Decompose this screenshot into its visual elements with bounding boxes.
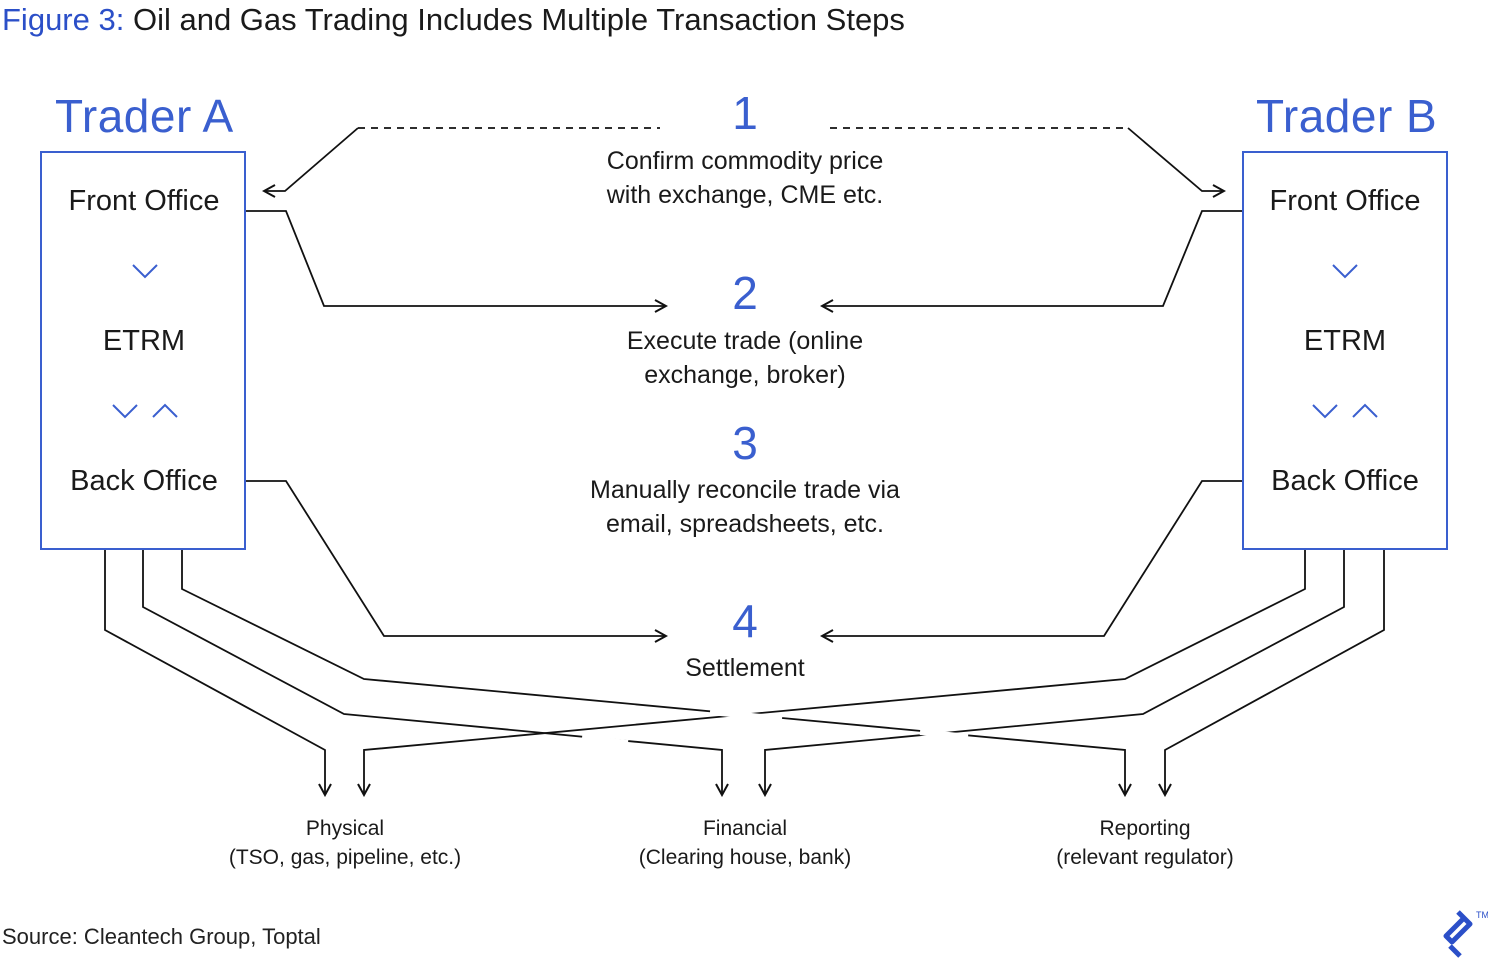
b-chevron-up-icon bbox=[1352, 403, 1378, 418]
trader-b-box bbox=[1242, 151, 1448, 550]
destination-reporting-name: Reporting bbox=[1099, 817, 1191, 840]
figure-title: Figure 3: Oil and Gas Trading Includes M… bbox=[2, 0, 905, 40]
b-chevron-down-2-icon bbox=[1312, 404, 1338, 419]
step-4-text: Settlement bbox=[685, 654, 805, 682]
a-chevron-up-icon bbox=[152, 403, 178, 418]
b-to-physical bbox=[364, 549, 1306, 795]
step2-arrow-from-b bbox=[822, 210, 1243, 306]
step-3-number: 3 bbox=[732, 417, 758, 469]
trader-a-etrm: ETRM bbox=[102, 325, 186, 357]
a-chevron-down-2-icon bbox=[112, 404, 138, 419]
toptal-logo-icon: TM bbox=[1443, 910, 1488, 958]
step1-arrow-to-a bbox=[264, 127, 359, 191]
trader-a-label: Trader A bbox=[55, 90, 234, 142]
trader-b-front-office: Front Office bbox=[1269, 185, 1421, 217]
destination-reporting-detail: (relevant regulator) bbox=[1056, 846, 1234, 869]
step2-arrow-from-a bbox=[246, 210, 666, 306]
figure-title-text: Oil and Gas Trading Includes Multiple Tr… bbox=[132, 2, 905, 37]
figure-label: Figure 3: bbox=[2, 2, 125, 37]
destination-financial-name: Financial bbox=[702, 817, 788, 840]
step1-arrow-to-b bbox=[1127, 127, 1224, 191]
trader-a-front-office: Front Office bbox=[68, 185, 220, 217]
step-1-number: 1 bbox=[732, 87, 758, 139]
a-chevron-down-icon bbox=[132, 264, 158, 279]
destination-physical-name: Physical bbox=[305, 817, 385, 840]
destination-reporting: Reporting (relevant regulator) bbox=[995, 814, 1295, 872]
logo-trademark: TM bbox=[1476, 910, 1488, 920]
a-to-physical bbox=[104, 549, 325, 795]
destination-physical-detail: (TSO, gas, pipeline, etc.) bbox=[228, 846, 462, 869]
trader-b-back-office: Back Office bbox=[1271, 465, 1419, 497]
trader-a-back-office: Back Office bbox=[70, 465, 218, 497]
source-note: Source: Cleantech Group, Toptal bbox=[2, 924, 321, 949]
step-3-text: Manually reconcile trade via email, spre… bbox=[590, 476, 900, 538]
a-to-reporting bbox=[181, 549, 1125, 795]
step4-arrow-from-a bbox=[246, 480, 666, 636]
b-to-reporting bbox=[1165, 549, 1385, 795]
destination-financial-detail: (Clearing house, bank) bbox=[638, 846, 852, 869]
step4-arrow-from-b bbox=[822, 480, 1243, 636]
b-chevron-down-icon bbox=[1332, 264, 1358, 279]
step-1-text: Confirm commodity price with exchange, C… bbox=[606, 147, 884, 209]
step-2-text: Execute trade (online exchange, broker) bbox=[626, 327, 864, 389]
destination-financial: Financial (Clearing house, bank) bbox=[595, 814, 895, 872]
destination-physical: Physical (TSO, gas, pipeline, etc.) bbox=[195, 814, 495, 872]
trader-a-box bbox=[40, 151, 246, 550]
step-2-number: 2 bbox=[732, 267, 758, 319]
trader-b-label: Trader B bbox=[1256, 90, 1438, 142]
b-to-financial bbox=[765, 549, 1345, 795]
trader-b-etrm: ETRM bbox=[1303, 325, 1387, 357]
a-to-financial bbox=[142, 549, 722, 795]
step-4-number: 4 bbox=[732, 595, 758, 647]
